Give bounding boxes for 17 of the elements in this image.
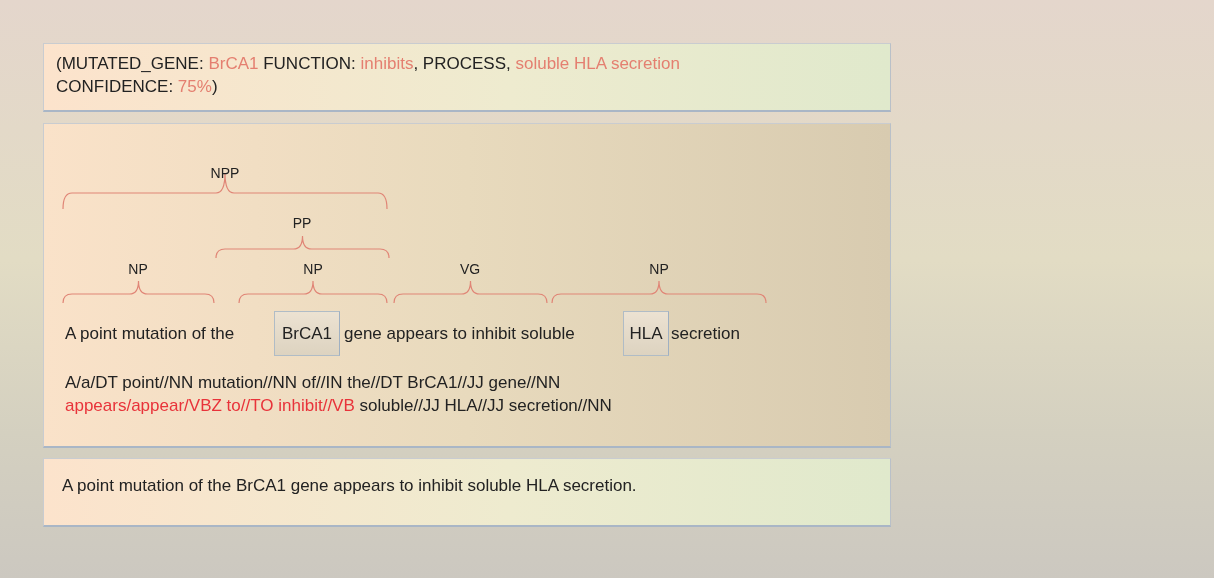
phrase-label: NP <box>303 261 323 277</box>
pos-tagged-text: A/a/DT point//NN mutation//NN of//IN the//DT BrCA1//JJ gene//NN appears/appear/VBZ to//TO inhibit//VB soluble//JJ HLA//JJ secretion//NN <box>65 372 612 417</box>
phrase-label: VG <box>459 261 481 277</box>
entity-tag: BrCA1 <box>274 311 340 356</box>
sentence-text: gene appears to inhibit soluble <box>344 323 575 345</box>
parse-panel <box>43 123 891 448</box>
phrase-label: NP <box>649 261 669 277</box>
result-panel <box>43 43 891 112</box>
sentence-text: A point mutation of the <box>65 323 235 345</box>
entity-tag: HLA <box>623 311 669 356</box>
extraction-result-text: (MUTATED_GENE: BrCA1 FUNCTION: inhibits, PROCESS, soluble HLA secretion CONFIDENCE: 75%) <box>56 53 680 98</box>
phrase-label: PP <box>292 215 312 231</box>
sentence-text: A point mutation of the BrCA1 gene appears to inhibit soluble HLA secretion. <box>62 475 637 497</box>
phrase-label: NPP <box>210 165 240 181</box>
sentence-text: secretion <box>671 323 740 345</box>
phrase-label: NP <box>128 261 148 277</box>
sentence-panel <box>43 458 891 527</box>
